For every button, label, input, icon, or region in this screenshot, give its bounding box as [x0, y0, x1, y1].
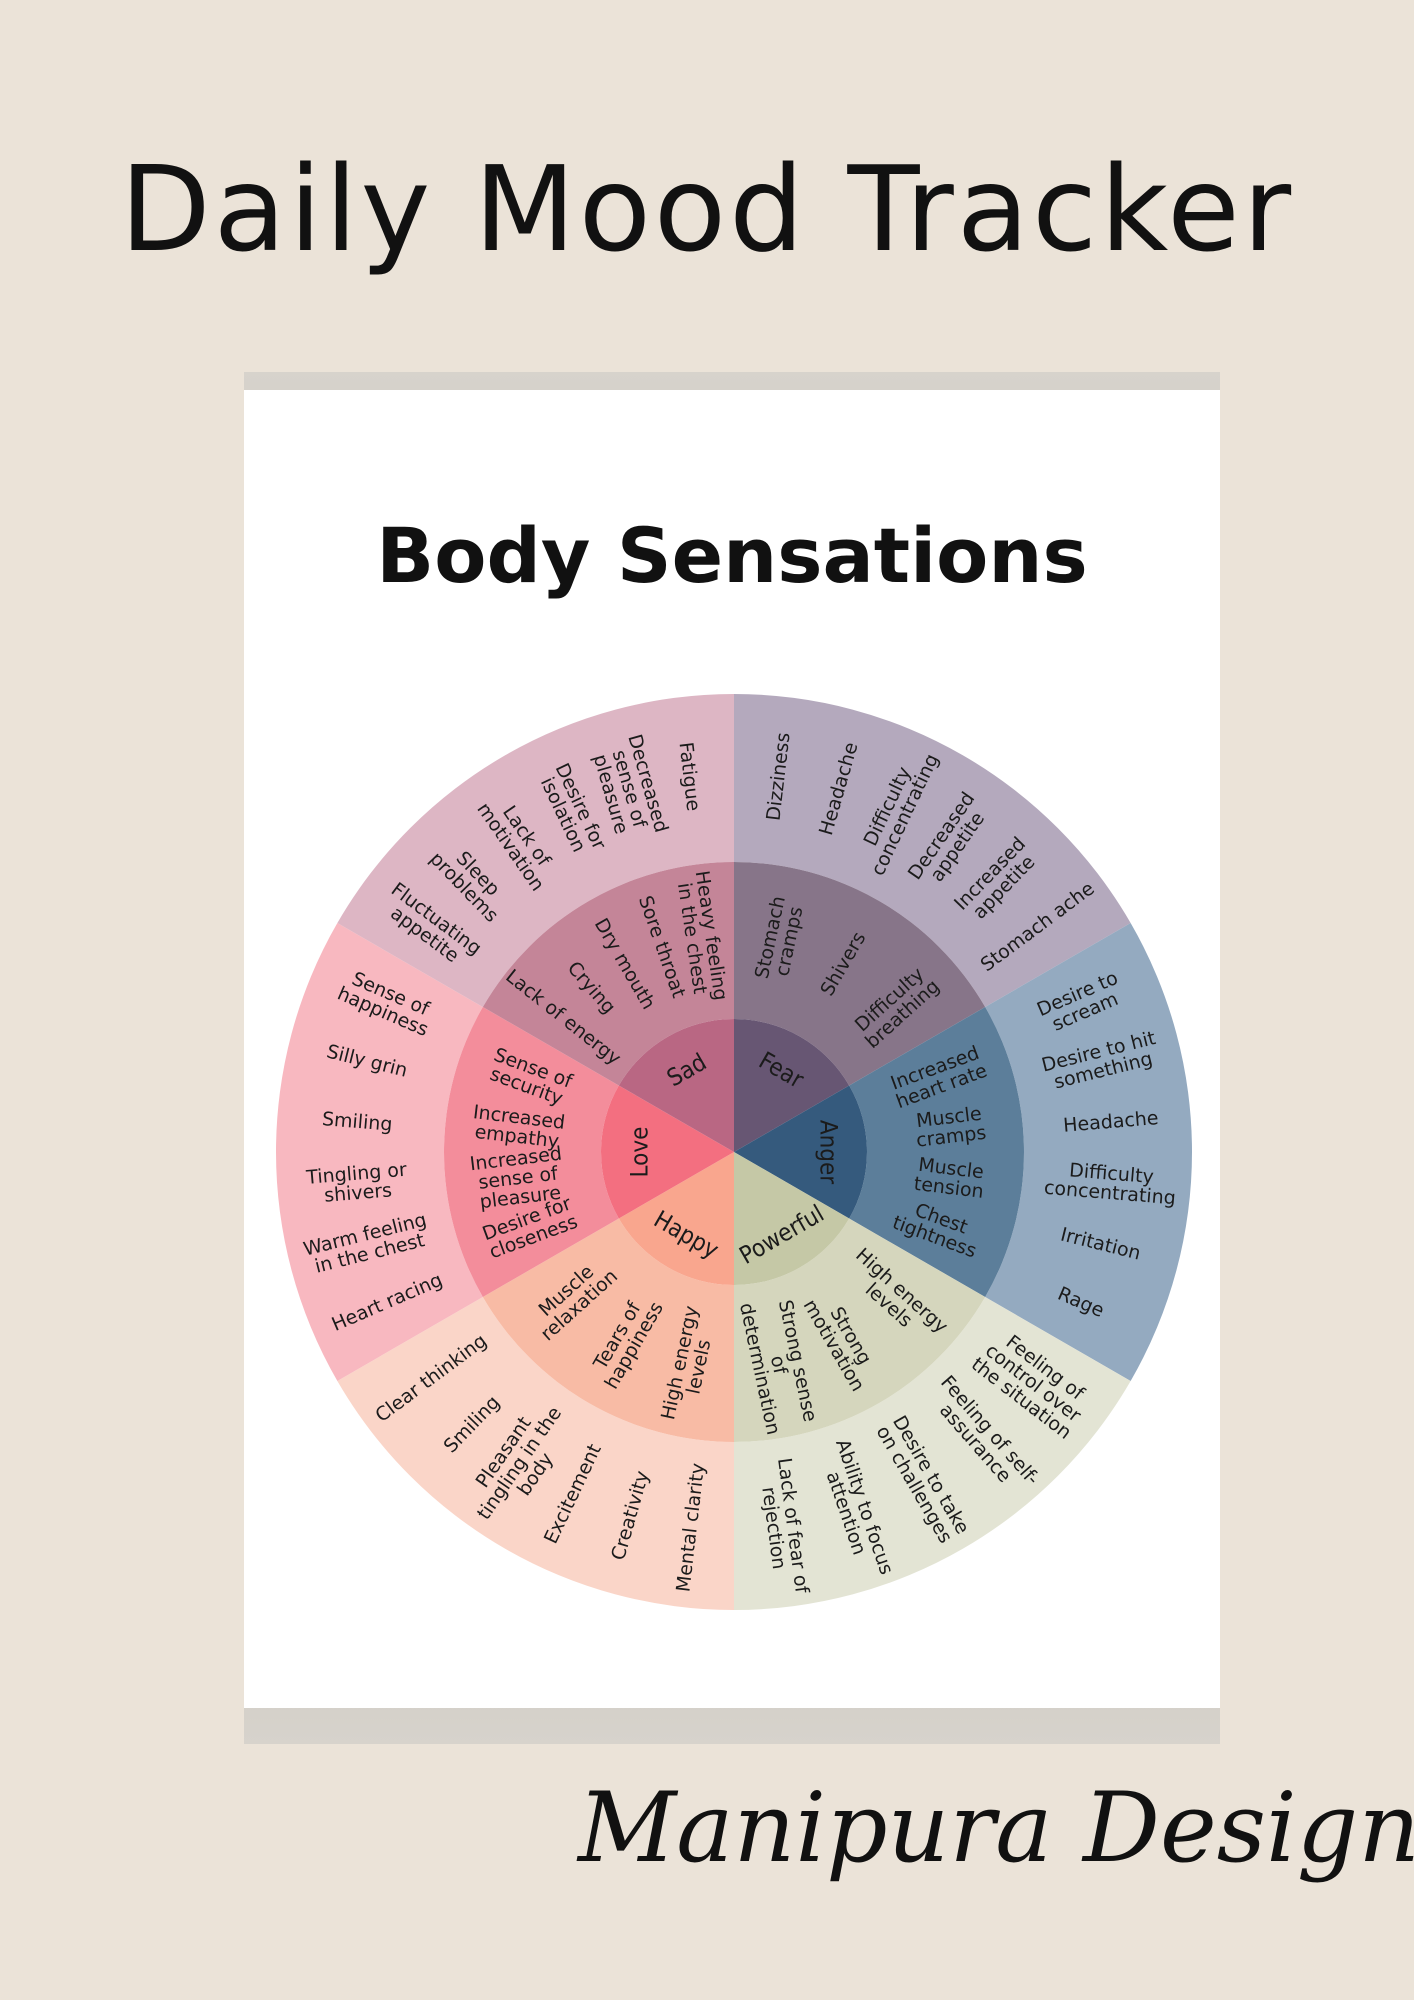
love-middle-ring-segment — [443, 1007, 619, 1297]
happy-middle-ring-segment — [482, 1218, 734, 1442]
love-core-segment — [601, 1085, 734, 1219]
anger-middle-label: Muscletension — [913, 1154, 987, 1203]
happy-outer-ring-segment — [337, 1297, 734, 1610]
anger-middle-ring-segment — [849, 1007, 1024, 1297]
sad-outer-ring-segment — [337, 694, 734, 1007]
brand-signature: Manipura Design — [578, 1772, 1414, 1884]
anger-middle-label: Musclecramps — [913, 1102, 988, 1151]
anger-core-segment — [734, 1085, 868, 1219]
card-title: Body Sensations — [376, 511, 1088, 600]
love-middle-label: Increasedsense ofpleasure — [469, 1143, 568, 1214]
love-outer-ring-segment — [276, 923, 483, 1381]
love-core-label: Love — [625, 1127, 653, 1178]
powerful-outer-ring-segment — [734, 1297, 1131, 1610]
sad-core-segment — [618, 1019, 734, 1152]
fear-middle-ring-segment — [734, 862, 986, 1086]
powerful-middle-ring-segment — [734, 1218, 986, 1442]
fear-core-segment — [734, 1019, 850, 1152]
anger-outer-ring-segment — [985, 923, 1192, 1381]
fear-outer-ring-segment — [734, 694, 1131, 1007]
sad-middle-ring-segment — [482, 862, 734, 1086]
anger-core-label: Anger — [815, 1120, 843, 1184]
happy-core-segment — [618, 1152, 734, 1285]
powerful-core-segment — [734, 1152, 850, 1285]
page-title: Daily Mood Tracker — [119, 140, 1295, 278]
